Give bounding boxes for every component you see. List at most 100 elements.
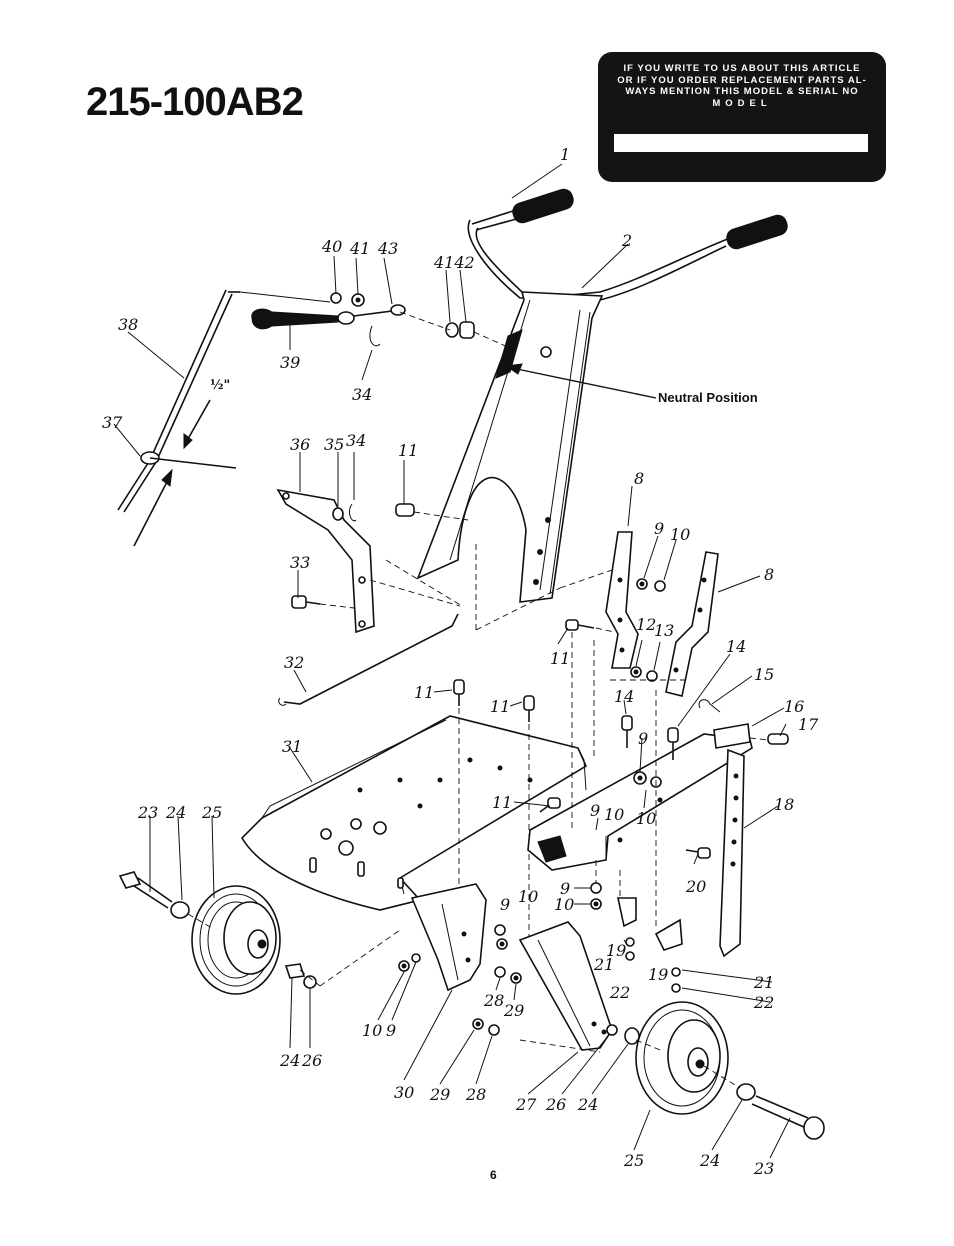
callout-11: 11 (492, 793, 512, 812)
page-number: 6 (490, 1168, 497, 1182)
callout-20: 20 (685, 877, 706, 896)
callout-10: 10 (670, 525, 690, 544)
callout-9: 9 (500, 895, 510, 914)
callout-15: 15 (754, 665, 774, 684)
callout-41: 41 (349, 239, 370, 258)
callout-9: 9 (638, 729, 648, 748)
callout-12: 12 (636, 615, 656, 634)
callout-26: 26 (545, 1095, 566, 1114)
deck-plate (240, 715, 588, 911)
callout-31: 31 (282, 737, 302, 756)
callout-39: 39 (280, 353, 300, 372)
leader-lines (113, 163, 791, 1159)
callout-14: 14 (726, 637, 746, 656)
callout-28: 28 (465, 1085, 486, 1104)
callout-43: 43 (377, 239, 398, 258)
callout-24: 24 (577, 1095, 598, 1114)
callout-10: 10 (362, 1021, 382, 1040)
shift-bracket (276, 488, 469, 634)
callout-8: 8 (634, 469, 644, 488)
half-inch-label: ½" (210, 378, 231, 393)
callout-40: 40 (321, 237, 342, 256)
callout-10: 10 (554, 895, 574, 914)
callout-8: 8 (764, 565, 774, 584)
callout-13: 13 (654, 621, 674, 640)
callout-19: 19 (648, 965, 668, 984)
callout-9: 9 (560, 879, 570, 898)
neutral-slot-icon (495, 329, 523, 379)
top-hardware (330, 292, 511, 349)
callout-17: 17 (798, 715, 819, 734)
bolt-20 (685, 847, 711, 859)
callout-11: 11 (398, 441, 418, 460)
right-grip-icon (726, 214, 788, 250)
neutral-position-label: Neutral Position (658, 390, 758, 405)
callout-29: 29 (503, 1001, 524, 1020)
callout-21: 21 (593, 955, 614, 974)
tine-brackets (605, 531, 719, 697)
wheel-legs (410, 883, 683, 1051)
callout-23: 23 (137, 803, 158, 822)
callout-1: 1 (560, 145, 570, 164)
callout-26: 26 (301, 1051, 322, 1070)
callout-11: 11 (414, 683, 434, 702)
callout-9: 9 (590, 801, 600, 820)
left-grip-icon (512, 188, 574, 224)
callout-19: 19 (606, 941, 626, 960)
upright-column (416, 291, 604, 603)
notice-line: MODEL (712, 97, 772, 109)
callout-labels: 1 2 40 41 43 4142 38 39 34 37 36 35 34 1… (102, 145, 819, 1178)
callout-16: 16 (784, 697, 804, 716)
callout-11: 11 (550, 649, 570, 668)
callout-11: 11 (490, 697, 510, 716)
notice-line: WAYS MENTION THIS MODEL & SERIAL NO (625, 86, 859, 97)
callout-10: 10 (636, 809, 656, 828)
control-lever-knob-icon (251, 308, 339, 330)
notice-line: OR IF YOU ORDER REPLACEMENT PARTS AL- (617, 74, 867, 86)
callout-36: 36 (290, 435, 310, 454)
callout-22: 22 (753, 993, 774, 1012)
callout-18: 18 (774, 795, 794, 814)
callout-24: 24 (165, 803, 186, 822)
callout-34: 34 (346, 431, 366, 450)
callout-28: 28 (483, 991, 504, 1010)
model-serial-field (614, 134, 868, 152)
shift-rod-assembly (117, 289, 406, 513)
callout-25: 25 (201, 803, 222, 822)
drag-bar (719, 748, 745, 958)
callout-24: 24 (279, 1051, 300, 1070)
nuts-lower (398, 882, 681, 1053)
notice-line: IF YOU WRITE TO US ABOUT THIS ARTICLE (623, 63, 861, 74)
model-number-title: 215-100AB2 (86, 80, 304, 124)
callout-38: 38 (118, 315, 138, 334)
callout-9: 9 (654, 519, 664, 538)
callout-32: 32 (284, 653, 304, 672)
bolt-33 (291, 595, 355, 609)
nuts-upper (630, 578, 666, 682)
handle-assembly (467, 188, 788, 301)
left-axle-bolt (118, 871, 213, 929)
callout-22: 22 (609, 983, 630, 1002)
callout-4142: 4142 (433, 253, 475, 272)
callout-33: 33 (290, 553, 310, 572)
guide-lines (385, 544, 690, 930)
callout-27: 27 (515, 1095, 537, 1114)
notice-text: IF YOU WRITE TO US ABOUT THIS ARTICLE OR… (612, 63, 872, 109)
callout-35: 35 (324, 435, 344, 454)
callout-14: 14 (614, 687, 634, 706)
callout-37: 37 (102, 413, 123, 432)
callout-30: 30 (394, 1083, 414, 1102)
callout-23: 23 (753, 1159, 774, 1178)
callout-34: 34 (352, 385, 372, 404)
callout-10: 10 (518, 887, 538, 906)
model-notice-box: IF YOU WRITE TO US ABOUT THIS ARTICLE OR… (598, 52, 886, 182)
rod-32 (278, 579, 461, 706)
left-wheel (191, 885, 401, 995)
callout-10: 10 (604, 805, 624, 824)
callout-25: 25 (623, 1151, 644, 1170)
callout-9: 9 (386, 1021, 396, 1040)
right-wheel (635, 1001, 825, 1140)
callout-2: 2 (621, 231, 632, 250)
